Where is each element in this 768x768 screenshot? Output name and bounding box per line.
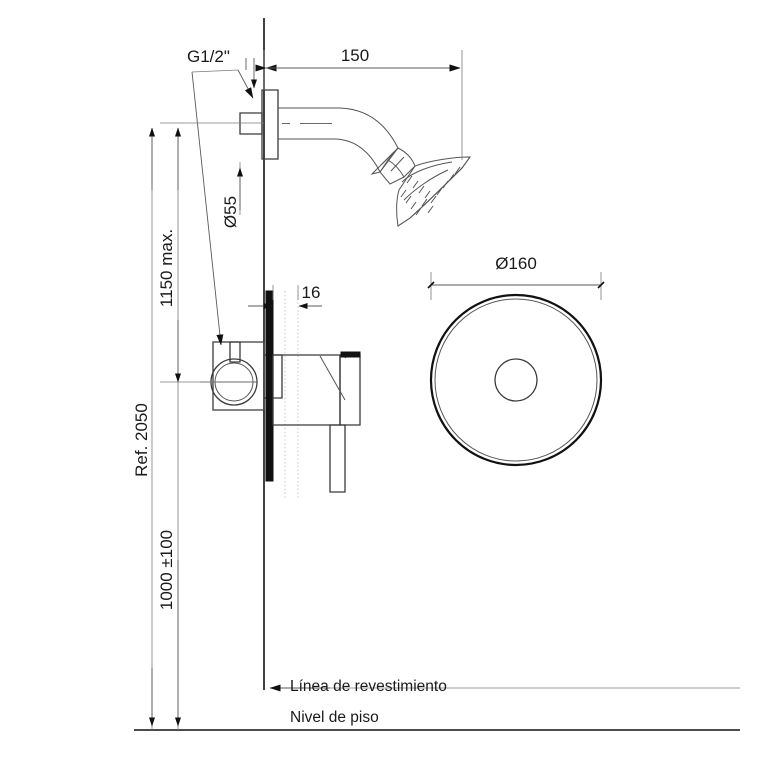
note-floor-level: Nivel de piso bbox=[290, 709, 379, 726]
dimension-mixer-height: 1000 ±100 bbox=[157, 530, 181, 727]
escutcheon-plate-edge bbox=[265, 290, 274, 482]
dim-1000-label: 1000 ±100 bbox=[157, 530, 176, 610]
lever-handle[interactable] bbox=[329, 424, 346, 493]
valve-stem-stub bbox=[229, 341, 241, 363]
escutcheon-front-view bbox=[429, 293, 603, 467]
swivel-joint bbox=[370, 147, 416, 185]
dimension-reference-height: Ref. 2050 bbox=[132, 127, 155, 730]
dim-g12-label: G1/2" bbox=[187, 47, 230, 66]
dim-ref2050-label: Ref. 2050 bbox=[132, 403, 151, 477]
dim-1150-label: 1150 max. bbox=[157, 229, 176, 307]
dimension-flange-diameter: Ø55 bbox=[221, 162, 243, 228]
dimension-shower-head-height: 1150 max. bbox=[157, 122, 264, 730]
mixer-assembly bbox=[200, 290, 361, 493]
note-floor-level-label: Nivel de piso bbox=[290, 709, 379, 726]
wall-flange bbox=[261, 89, 279, 160]
dim-d160-label: Ø160 bbox=[495, 254, 537, 273]
dimension-arm-projection: 150 bbox=[255, 46, 463, 160]
note-finish-line-label: Línea de revestimiento bbox=[290, 678, 447, 695]
shower-head bbox=[396, 156, 471, 227]
shower-arm-tube bbox=[278, 107, 399, 173]
dimension-plate-thickness: 16 bbox=[248, 283, 322, 309]
dim-150-label: 150 bbox=[341, 46, 369, 65]
dim-16-label: 16 bbox=[302, 283, 321, 302]
dimension-thread-size: G1/2" bbox=[187, 47, 257, 346]
shower-nozzle-face bbox=[400, 161, 461, 216]
mixer-cartridge-housing bbox=[272, 354, 341, 426]
dimension-escutcheon-diameter: Ø160 bbox=[427, 254, 605, 300]
inlet-nipple bbox=[239, 112, 263, 135]
dim-d55-label: Ø55 bbox=[221, 196, 240, 228]
finish-layer-lines bbox=[284, 291, 299, 500]
shower-arm-assembly bbox=[239, 89, 471, 227]
handle-hub bbox=[319, 351, 361, 426]
note-finish-line: Línea de revestimiento bbox=[269, 678, 740, 695]
